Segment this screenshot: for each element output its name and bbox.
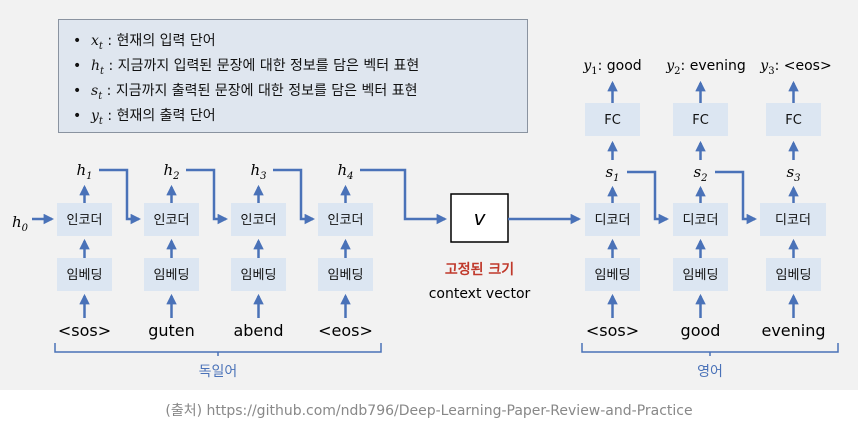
embedding-box — [673, 258, 728, 291]
legend-text: : 현재의 출력 단어 — [102, 108, 216, 124]
legend-text: : 현재의 입력 단어 — [102, 33, 216, 49]
hidden-state: h3 — [250, 161, 266, 182]
embedding-box — [144, 258, 199, 291]
legend-sub: t — [100, 65, 105, 77]
legend-text: : 지금까지 입력된 문장에 대한 정보를 담은 벡터 표현 — [104, 58, 420, 74]
encoder-box — [57, 203, 112, 236]
legend-sub: t — [98, 40, 103, 52]
hidden-state: h1 — [76, 161, 92, 182]
encoder-step-2: 인코더 임베딩 guten h2 — [144, 161, 229, 340]
encoder-box — [144, 203, 199, 236]
embedding-label: 임베딩 — [328, 268, 364, 283]
decoder-step-1: 디코더 임베딩 <sos> s1 FC y1: good — [582, 58, 670, 340]
legend-item-yt: •yt : 현재의 출력 단어 — [73, 108, 216, 127]
diagram-stage: •xt : 현재의 입력 단어 •ht : 지금까지 입력된 문장에 대한 정보… — [0, 0, 858, 390]
embedding-box — [766, 258, 821, 291]
encoder-step-4: 인코더 임베딩 <eos> h4 — [318, 161, 448, 340]
decoder-step-2: 디코더 임베딩 good s2 FC y2: evening — [665, 58, 758, 340]
decoder-input-token: <sos> — [586, 321, 639, 340]
embedding-label: 임베딩 — [67, 268, 103, 283]
embedding-label: 임베딩 — [595, 268, 631, 283]
encoder-label: 인코더 — [241, 213, 277, 228]
legend-sub: t — [98, 90, 103, 102]
fc-label: FC — [604, 113, 621, 128]
embedding-box — [585, 258, 640, 291]
legend-var: x — [91, 33, 99, 49]
decoder-hidden-state: s2 — [693, 163, 707, 184]
legend-var: y — [91, 108, 99, 124]
decoder-output: y1: good — [582, 58, 641, 77]
hidden-state: h2 — [163, 161, 179, 182]
encoder-step-1: 인코더 임베딩 <sos> h1 — [57, 161, 142, 340]
input-token: <eos> — [318, 321, 373, 340]
embedding-label: 임베딩 — [683, 268, 719, 283]
legend-box: •xt : 현재의 입력 단어 •ht : 지금까지 입력된 문장에 대한 정보… — [58, 19, 528, 133]
source-language-label: 독일어 — [199, 364, 238, 380]
decoder-brace — [581, 343, 839, 356]
legend-var: s — [91, 83, 99, 99]
legend-item-st: •st : 지금까지 출력된 문장에 대한 정보를 담은 벡터 표현 — [73, 83, 418, 102]
hidden-flow-arrow — [186, 168, 229, 225]
target-language-label: 영어 — [697, 364, 723, 380]
decoder-output: y3: <eos> — [759, 58, 831, 77]
legend-item-xt: •xt : 현재의 입력 단어 — [73, 33, 216, 52]
embedding-label: 임베딩 — [154, 268, 190, 283]
decoder-flow-arrow — [715, 170, 758, 225]
initial-hidden-state: h0 — [12, 213, 29, 234]
decoder-output: y2: evening — [665, 58, 746, 77]
decoder-step-3: 디코더 임베딩 evening s3 FC y3: <eos> — [759, 58, 831, 340]
decoder-box — [760, 203, 826, 236]
encoder-step-3: 인코더 임베딩 abend h3 — [231, 161, 316, 340]
decoder-input-token: evening — [761, 321, 825, 340]
encoder-brace — [54, 343, 382, 356]
fc-box — [766, 103, 821, 136]
fc-label: FC — [692, 113, 709, 128]
legend-sub: t — [98, 115, 103, 127]
input-token: guten — [148, 321, 195, 340]
legend-item-ht: •ht : 지금까지 입력된 문장에 대한 정보를 담은 벡터 표현 — [73, 58, 420, 77]
decoder-label: 디코더 — [775, 213, 811, 228]
to-context-arrow — [360, 168, 448, 225]
legend-text: : 지금까지 출력된 문장에 대한 정보를 담은 벡터 표현 — [102, 83, 418, 99]
encoder-label: 인코더 — [154, 213, 190, 228]
encoder-box — [318, 203, 373, 236]
hidden-flow-arrow — [273, 168, 316, 225]
fc-box — [673, 103, 728, 136]
encoder-box — [231, 203, 286, 236]
embedding-label: 임베딩 — [241, 268, 277, 283]
encoder-label: 인코더 — [67, 213, 103, 228]
legend-var: h — [91, 58, 101, 74]
context-vector-symbol: v — [474, 206, 487, 230]
embedding-box — [57, 258, 112, 291]
embedding-box — [318, 258, 373, 291]
input-token: <sos> — [58, 321, 111, 340]
hidden-state: h4 — [337, 161, 353, 182]
decoder-flow-arrow — [627, 170, 670, 225]
encoder-label: 인코더 — [328, 213, 364, 228]
decoder-hidden-state: s3 — [786, 163, 800, 184]
fc-box — [585, 103, 640, 136]
decoder-box — [673, 203, 728, 236]
decoder-label: 디코더 — [683, 213, 719, 228]
decoder-box — [585, 203, 640, 236]
embedding-box — [231, 258, 286, 291]
hidden-flow-arrow — [99, 168, 142, 225]
seq2seq-diagram: h0 인코더 임베딩 <sos> h1 인코더 임베딩 guten h2 — [12, 58, 839, 380]
decoder-hidden-state: s1 — [605, 163, 619, 184]
context-fixed-size-label: 고정된 크기 — [445, 261, 514, 278]
fc-label: FC — [785, 113, 802, 128]
source-caption: (출처) https://github.com/ndb796/Deep-Lear… — [165, 403, 693, 419]
embedding-label: 임베딩 — [776, 268, 812, 283]
decoder-label: 디코더 — [595, 213, 631, 228]
context-vector-label: context vector — [429, 286, 531, 302]
decoder-input-token: good — [681, 321, 721, 340]
input-token: abend — [233, 321, 283, 340]
